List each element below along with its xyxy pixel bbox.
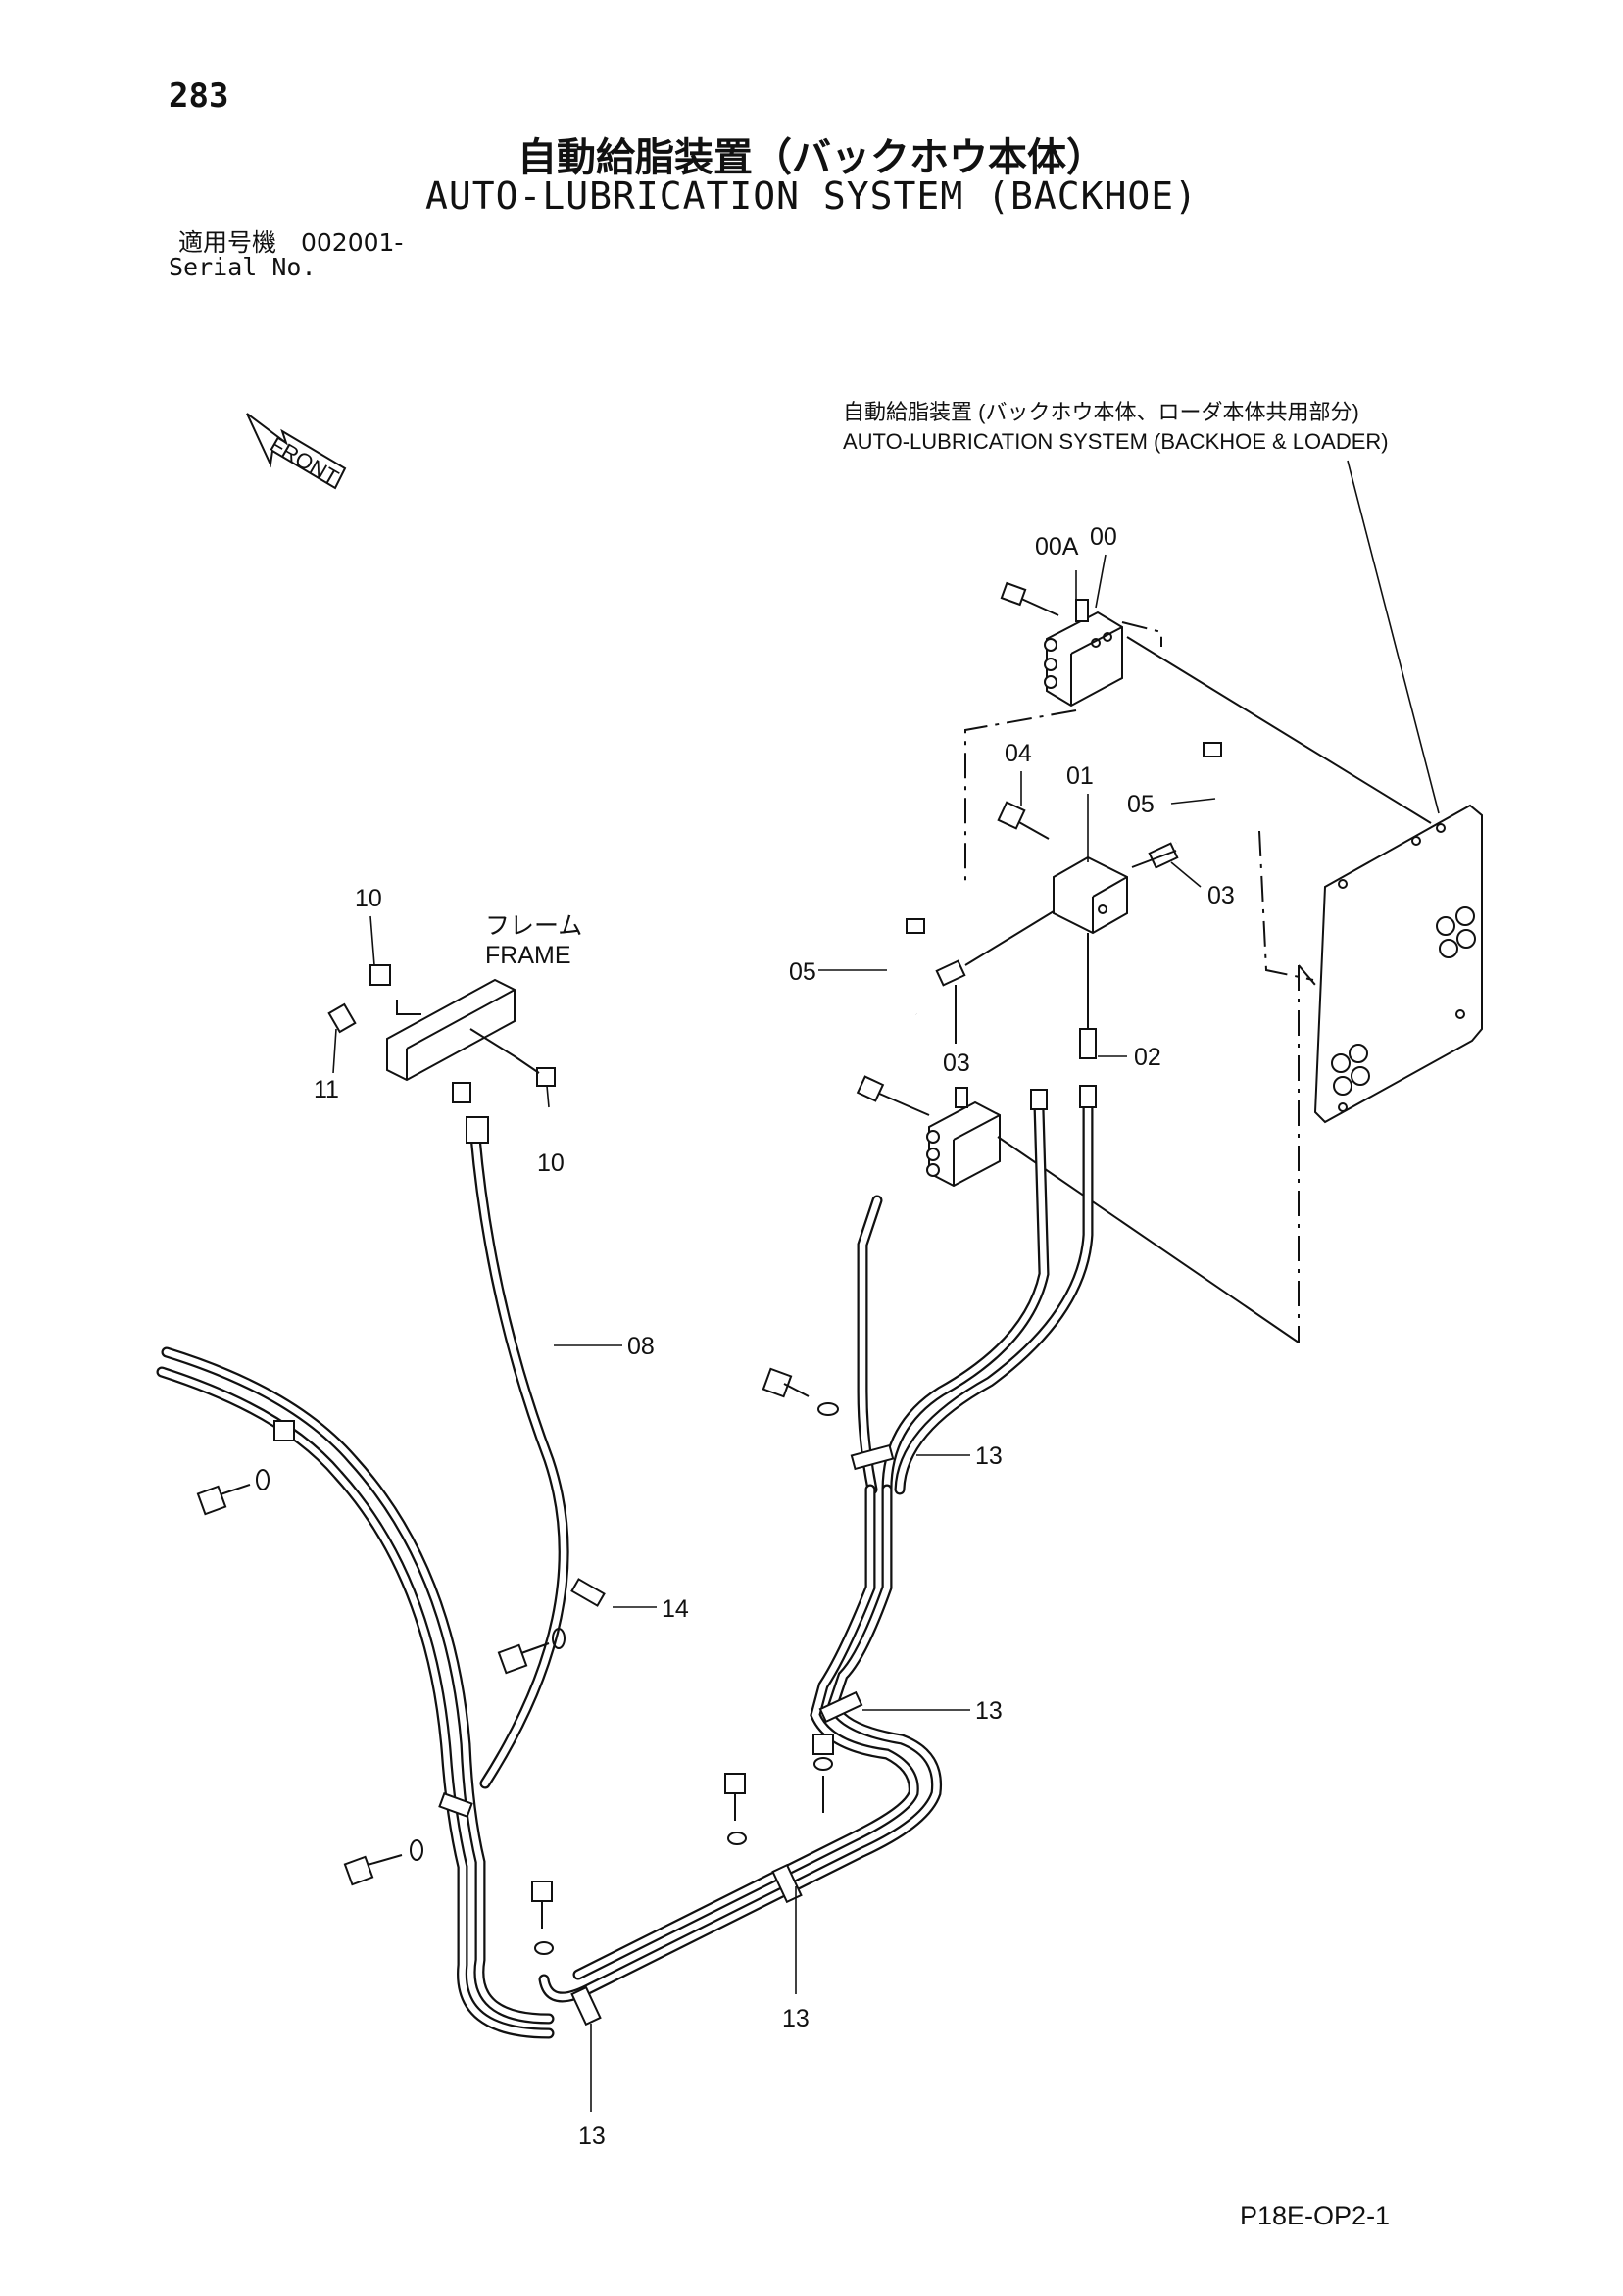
callout-13-b: 13 <box>975 1697 1003 1725</box>
subassembly-leader-line <box>1347 460 1440 814</box>
subassembly-note-english: AUTO-LUBRICATION SYSTEM (BACKHOE & LOADE… <box>843 429 1389 454</box>
page-title-japanese: 自動給脂装置（バックホウ本体） <box>517 135 1106 180</box>
front-direction-arrow: FRONT <box>246 413 347 490</box>
page-title-english: AUTO-LUBRICATION SYSTEM (BACKHOE) <box>425 174 1198 218</box>
callout-10-lower: 10 <box>537 1149 565 1177</box>
callout-10-upper: 10 <box>355 885 382 912</box>
callout-13-a: 13 <box>975 1442 1003 1470</box>
bolts <box>196 1367 839 1955</box>
callout-05-left: 05 <box>789 958 816 986</box>
callout-14: 14 <box>662 1595 689 1623</box>
callout-03-lower: 03 <box>943 1050 970 1077</box>
frame-label-english: FRAME <box>485 942 571 969</box>
callout-08: 08 <box>627 1333 655 1360</box>
frame-block <box>327 964 556 1103</box>
callout-05-upper: 05 <box>1127 791 1155 818</box>
callout-04: 04 <box>1005 740 1032 767</box>
serial-number-label: Serial No. <box>169 253 317 281</box>
distribution-block-lower <box>856 1075 1001 1188</box>
callout-13-c: 13 <box>782 2005 810 2032</box>
callout-02: 02 <box>1134 1044 1161 1071</box>
callout-13-d: 13 <box>578 2123 606 2150</box>
callout-11: 11 <box>314 1076 339 1103</box>
callout-00A: 00A <box>1035 533 1079 561</box>
leader-lines <box>332 554 1216 2112</box>
distribution-block-upper <box>1000 581 1123 708</box>
document-code: P18E-OP2-1 <box>1240 2201 1391 2230</box>
callout-01: 01 <box>1066 762 1094 790</box>
mounting-plate <box>1313 804 1483 1124</box>
serial-number-japanese: 適用号機 002001- <box>178 228 404 257</box>
callout-03-right: 03 <box>1207 882 1235 909</box>
subassembly-note-japanese: 自動給脂装置 (バックホウ本体、ローダ本体共用部分) <box>843 400 1359 424</box>
page-number: 283 <box>169 76 229 116</box>
callout-00: 00 <box>1090 523 1117 551</box>
splitter-block <box>1053 855 1128 935</box>
frame-label-japanese: フレーム <box>485 912 582 940</box>
